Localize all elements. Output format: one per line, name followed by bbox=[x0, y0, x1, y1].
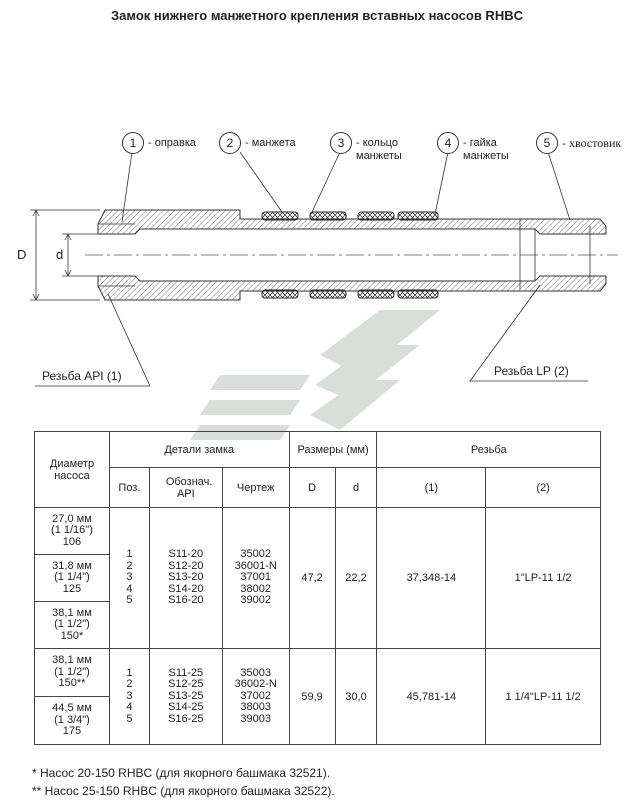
upper-wall bbox=[97, 209, 607, 290]
callout-1-bubble: 1 bbox=[122, 132, 144, 154]
thread-lp-label: Резьба LP (2) bbox=[494, 364, 569, 378]
thread2-cell: 1"LP-11 1/2 bbox=[485, 507, 601, 649]
header-thread: Резьба bbox=[376, 431, 601, 468]
header-d: d bbox=[334, 467, 378, 508]
cuffs-lower bbox=[261, 289, 439, 299]
footnote-2: ** Насос 25-150 RHBC (для якорного башма… bbox=[32, 784, 335, 798]
diameter-cell: 27,0 мм(1 1/16")106 bbox=[34, 507, 110, 555]
table-row: 31,8 мм(1 1/4")125 bbox=[34, 554, 601, 602]
callout-3-bubble: 3 bbox=[330, 132, 352, 154]
callout-5-bubble: 5 bbox=[536, 132, 558, 154]
lower-wall bbox=[97, 275, 607, 301]
page-title: Замок нижнего манжетного крепления встав… bbox=[111, 8, 523, 23]
lock-section-drawing bbox=[30, 151, 618, 387]
thread1-cell: 45,781-14 bbox=[376, 648, 487, 745]
callout-4-label: - гайка манжеты bbox=[463, 137, 509, 162]
footnotes: * Насос 20-150 RHBC (для якорного башмак… bbox=[32, 764, 335, 800]
table-row: 44,5 мм(1 3/4")175 bbox=[34, 696, 601, 745]
thread-api-label: Резьба API (1) bbox=[42, 369, 122, 383]
thread1-cell: 37,348-14 bbox=[376, 507, 487, 649]
cuffs-upper bbox=[261, 211, 439, 221]
header-sizes: Размеры (мм) bbox=[288, 431, 378, 468]
diameter-cell: 44,5 мм(1 3/4")175 bbox=[34, 696, 110, 745]
header-D: D bbox=[288, 467, 336, 508]
d-cell: 22,2 bbox=[334, 507, 378, 649]
diameter-cell: 38,1 мм(1 1/2")150** bbox=[34, 648, 110, 697]
D-cell: 47,2 bbox=[288, 507, 336, 649]
header-thread-2: (2) bbox=[485, 467, 601, 508]
header-diameter: Диаметр насоса bbox=[34, 431, 110, 508]
d-cell: 30,0 bbox=[334, 648, 378, 745]
header-pos: Поз. bbox=[108, 467, 150, 508]
dimension-d-label: d bbox=[56, 247, 64, 262]
footnote-1: * Насос 20-150 RHBC (для якорного башмак… bbox=[32, 766, 331, 780]
dimension-D bbox=[30, 209, 100, 301]
callout-4-bubble: 4 bbox=[437, 132, 459, 154]
thread2-cell: 1 1/4"LP-11 1/2 bbox=[485, 648, 601, 745]
header-drawing: Чертеж bbox=[221, 467, 290, 508]
callout-3-label: - кольцо манжеты bbox=[356, 137, 402, 162]
diameter-cell: 38,1 мм(1 1/2")150* bbox=[34, 601, 110, 649]
callout-1-label: - оправка bbox=[148, 137, 197, 149]
table-row: 38,1 мм(1 1/2")150* bbox=[34, 601, 601, 649]
header-details: Детали замка bbox=[108, 431, 290, 468]
header-designation: Обознач. API bbox=[148, 467, 223, 508]
dimension-D-label: D bbox=[17, 247, 27, 262]
diameter-cell: 31,8 мм(1 1/4")125 bbox=[34, 554, 110, 602]
header-thread-1: (1) bbox=[376, 467, 487, 508]
D-cell: 59,9 bbox=[288, 648, 336, 745]
spec-table: Диаметр насоса Детали замка Размеры (мм)… bbox=[34, 431, 601, 745]
callout-2-bubble: 2 bbox=[219, 132, 241, 154]
leader-lines bbox=[35, 151, 588, 387]
callout-2-label: - манжета bbox=[245, 137, 296, 149]
callout-5-label: - хвостовик bbox=[562, 136, 622, 150]
